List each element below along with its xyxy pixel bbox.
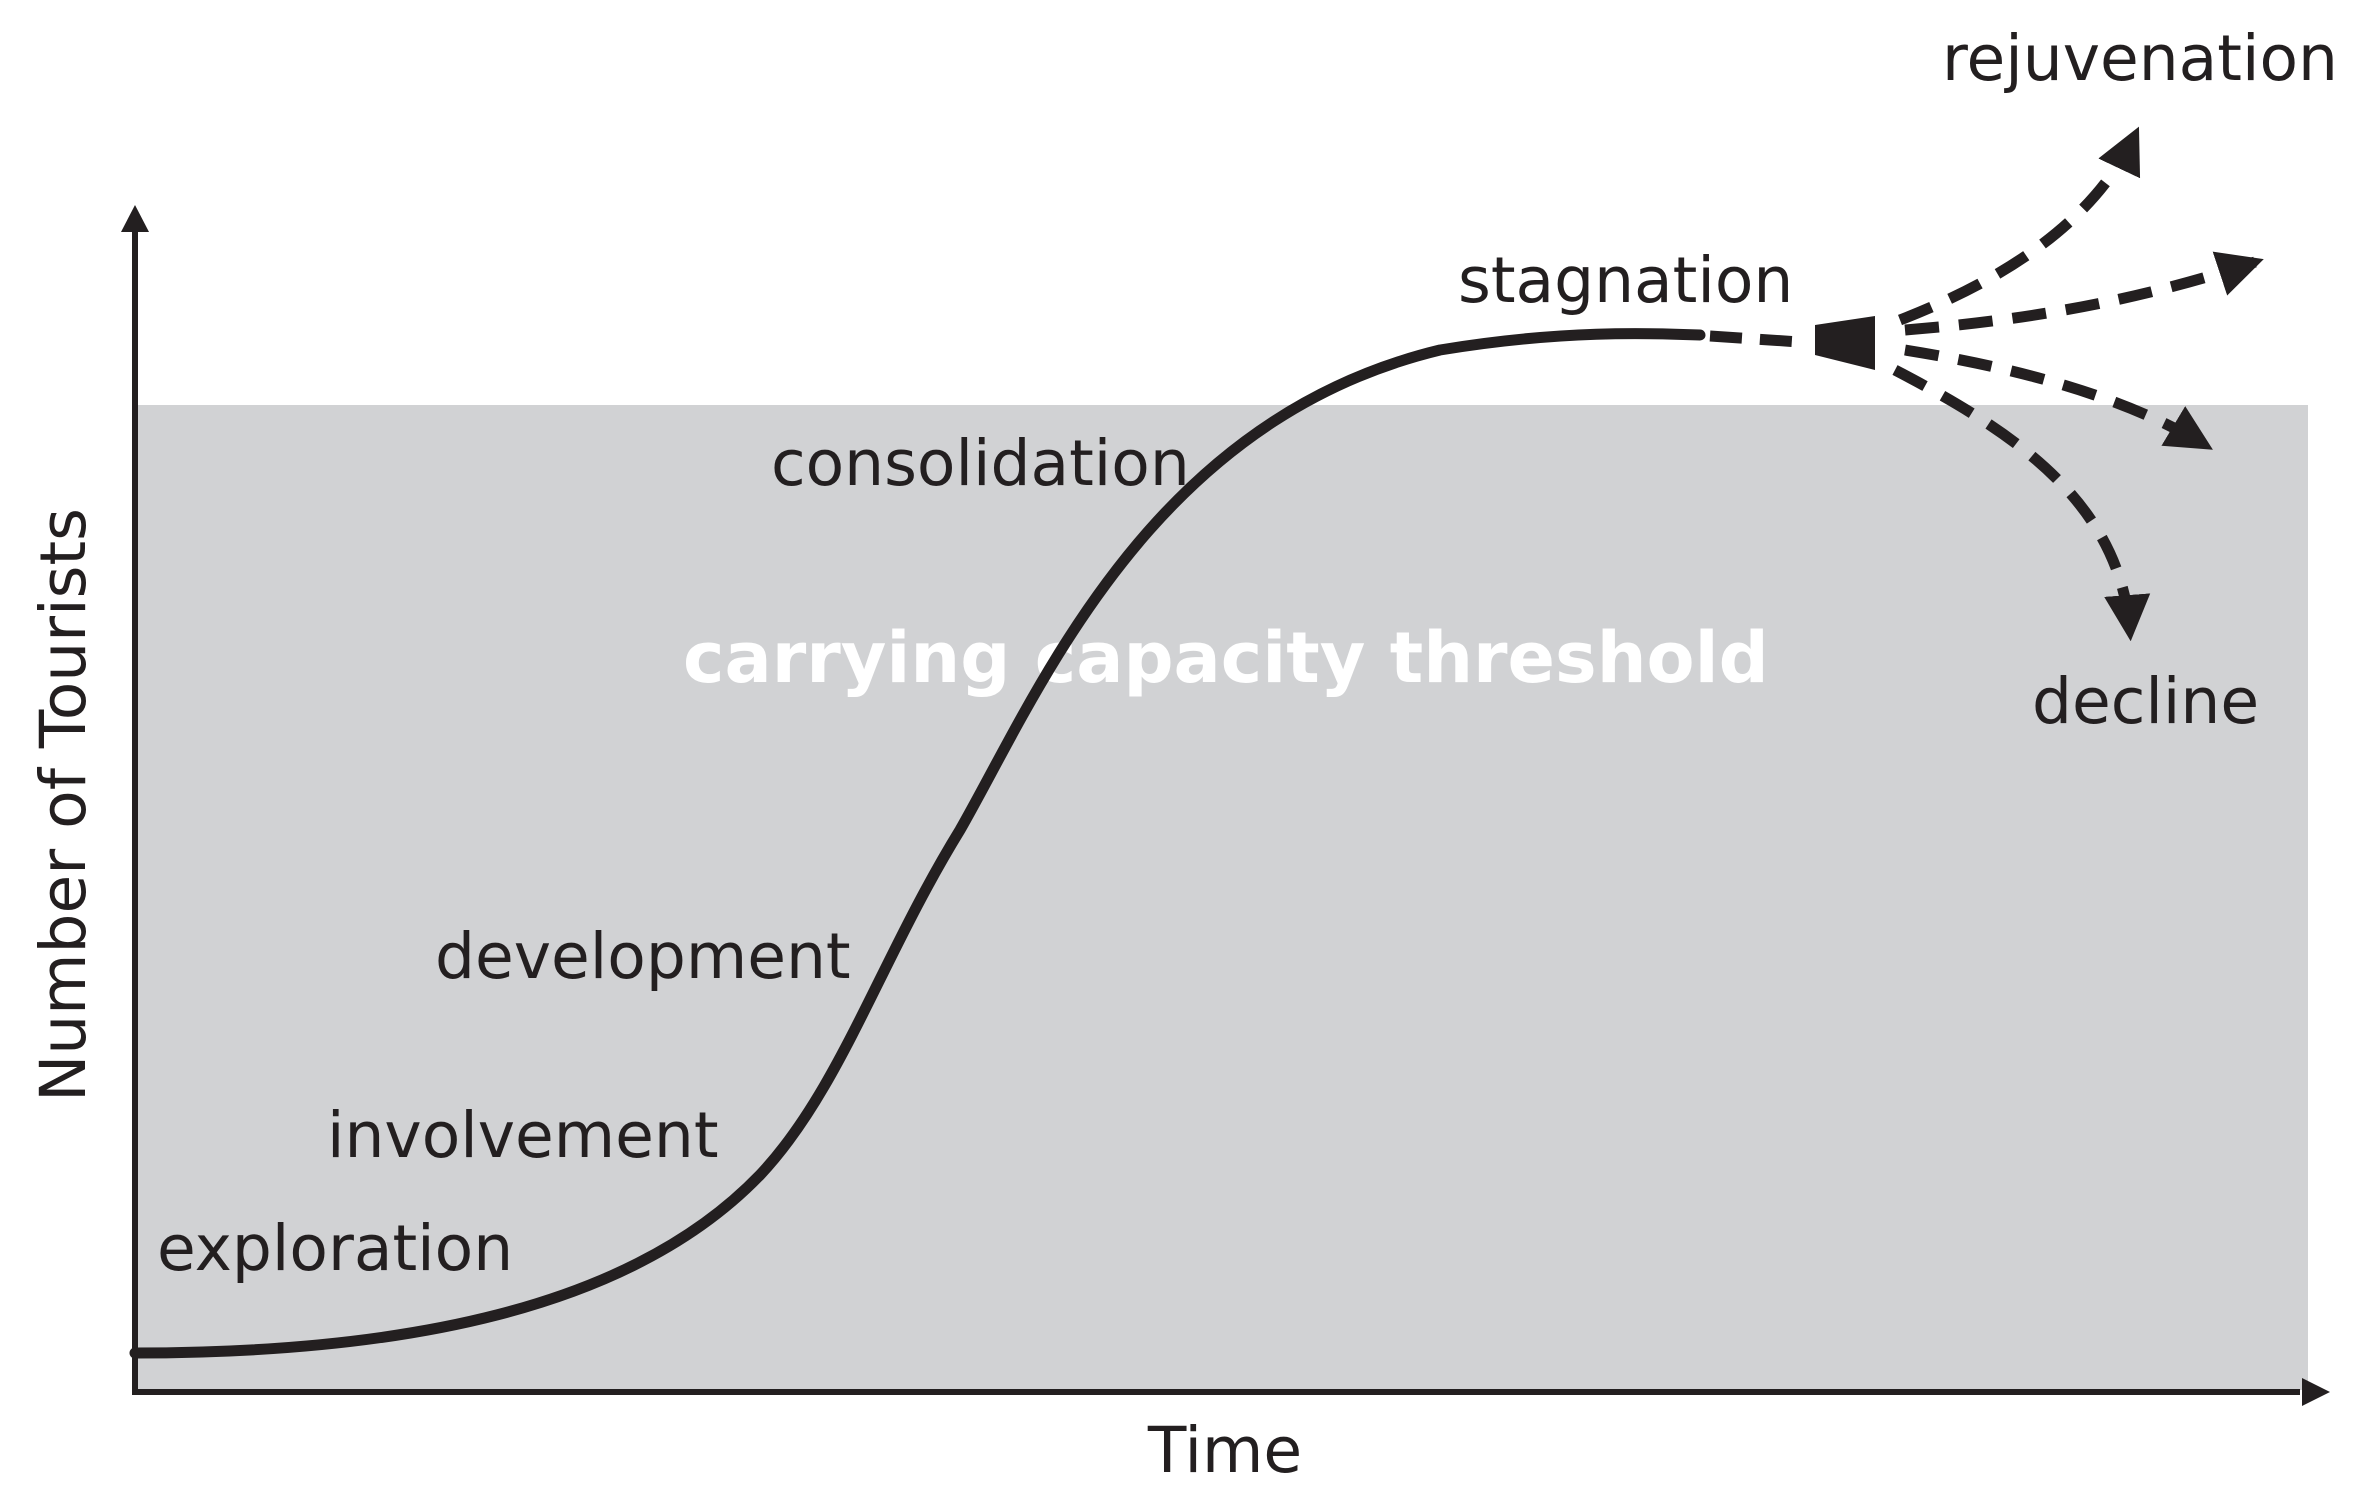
stage-label-consolidation: consolidation: [771, 427, 1190, 500]
stage-label-involvement: involvement: [327, 1099, 719, 1172]
outcome-label-decline: decline: [2032, 665, 2259, 738]
continued-growth-arrow: [1904, 251, 2264, 336]
stage-label-exploration: exploration: [157, 1212, 513, 1285]
stabilisation-arrow: [1904, 344, 2213, 450]
y-axis-label: Number of Tourists: [27, 508, 100, 1102]
stage-label-development: development: [435, 920, 851, 993]
x-axis-arrow-icon: [2302, 1378, 2330, 1406]
life-cycle-curve: [129, 328, 1706, 1359]
stagnation-dashed-segment: [1709, 330, 1801, 348]
carrying-capacity-label: carrying capacity threshold: [683, 617, 1769, 699]
fan-origin-icon: [1815, 316, 1875, 370]
decline-arrow: [1892, 365, 2151, 642]
x-axis-label: Time: [1147, 1414, 1302, 1487]
rejuvenation-arrow: [1898, 126, 2141, 326]
stage-label-stagnation: stagnation: [1458, 244, 1793, 317]
y-axis-arrow-icon: [121, 205, 149, 232]
outcome-label-rejuvenation: rejuvenation: [1942, 22, 2338, 95]
carrying-capacity-zone: [135, 405, 2308, 1390]
